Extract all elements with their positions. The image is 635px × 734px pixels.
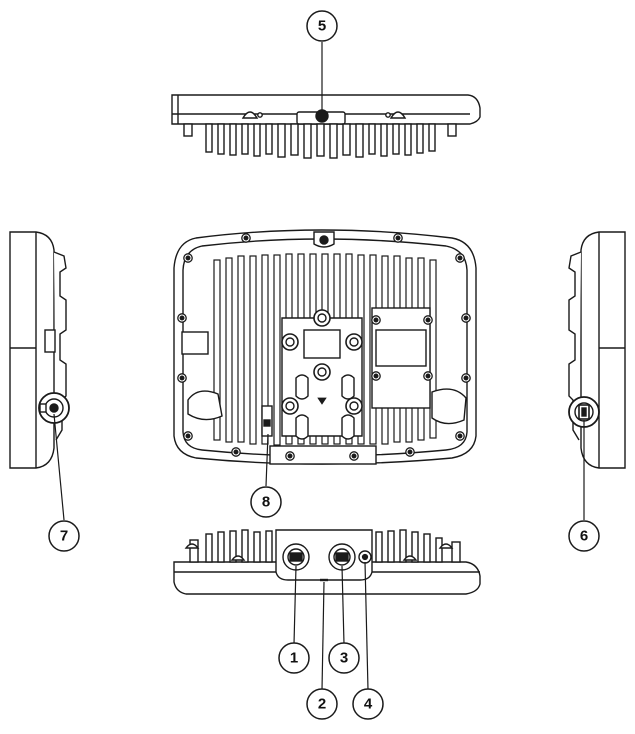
callout-3: 3 [328, 642, 360, 674]
callout-2: 2 [306, 688, 338, 720]
right-side-view [568, 231, 626, 469]
callout-leaders [53, 42, 585, 691]
callout-2-label: 2 [318, 696, 326, 713]
bottom-view [173, 529, 481, 595]
callout-6: 6 [568, 520, 600, 552]
callout-1: 1 [278, 642, 310, 674]
callout-4: 4 [352, 688, 384, 720]
callout-4-label: 4 [364, 696, 373, 713]
left-side-view [9, 231, 70, 469]
callout-8-label: 8 [262, 494, 270, 511]
callout-5: 5 [306, 10, 338, 42]
callout-3-label: 3 [340, 650, 348, 667]
top-view [171, 94, 481, 159]
callout-1-label: 1 [290, 650, 298, 667]
callout-7: 7 [48, 520, 80, 552]
callout-circles: 1 2 3 4 5 6 7 8 [48, 10, 600, 720]
callout-5-label: 5 [318, 18, 326, 35]
callout-7-label: 7 [60, 528, 68, 545]
callout-6-label: 6 [580, 528, 588, 545]
rear-view [173, 229, 477, 465]
callout-8: 8 [250, 486, 282, 518]
